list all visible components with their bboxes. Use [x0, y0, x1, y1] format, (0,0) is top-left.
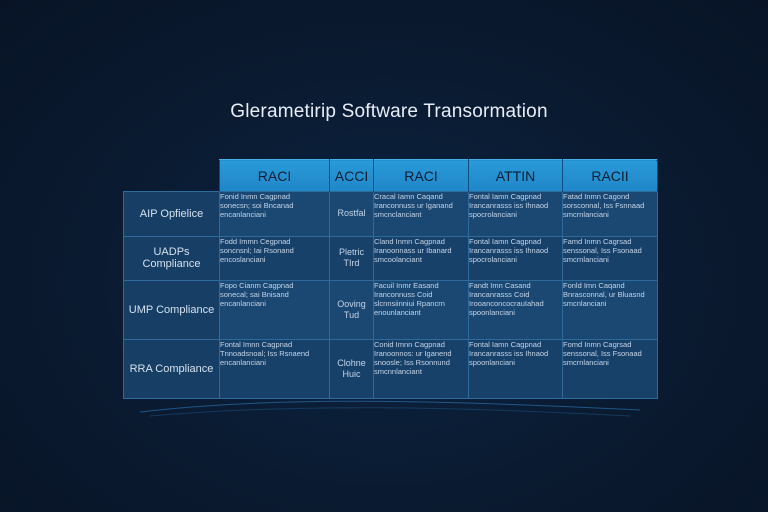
column-header: ACCI — [329, 159, 374, 192]
column-header: ATTIN — [468, 159, 563, 192]
row-label: RRA Compliance — [123, 339, 220, 399]
matrix-cell: Rostfal — [329, 191, 374, 237]
row-label: UADPs Compliance — [123, 235, 220, 282]
corner-cell — [124, 160, 220, 192]
row-label: AIP Opfielice — [123, 191, 220, 237]
page-title: Glerametirip Software Transormation — [230, 101, 548, 122]
row-label: UMP Compliance — [123, 280, 220, 341]
raci-matrix: RACI ACCI RACI ATTIN RACII AIP Opfielice… — [123, 159, 658, 399]
decorative-wave — [140, 400, 640, 417]
column-header: RACII — [562, 159, 658, 192]
column-header: RACI — [219, 159, 330, 192]
header-row: RACI ACCI RACI ATTIN RACII — [124, 159, 658, 192]
column-header: RACI — [373, 159, 469, 192]
